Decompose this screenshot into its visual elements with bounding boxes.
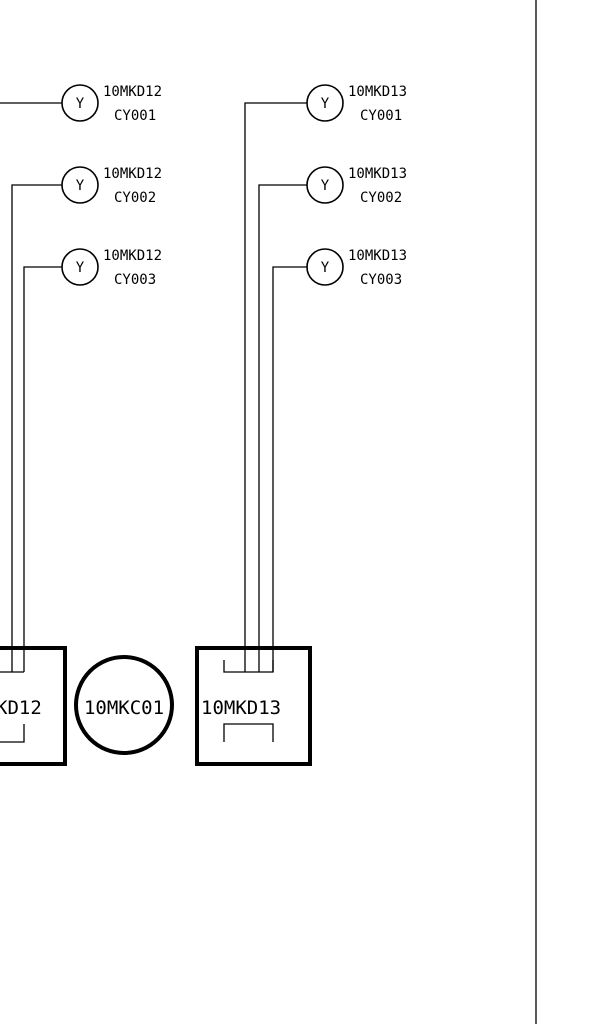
equipment-frame (195, 646, 312, 766)
sensor-bubble-icon (61, 248, 99, 286)
sensor-mkd13-cy002: Y 10MKD13 CY002 (306, 166, 407, 206)
equipment-label: 10MKD13 (201, 697, 281, 719)
sensor-tag: 10MKD13 (348, 248, 407, 264)
sensor-tag: 10MKD13 (348, 166, 407, 182)
sensor-mkd13-cy001: Y 10MKD13 CY001 (306, 84, 407, 124)
sensor-bubble-icon (61, 166, 99, 204)
terminal-mkd13 (223, 660, 274, 673)
sensor-bubble-icon (306, 166, 344, 204)
sensor-tag: 10MKD12 (103, 166, 162, 182)
equipment-frame (74, 655, 174, 755)
sensor-tag: 10MKD13 (348, 84, 407, 100)
sensor-tag: 10MKD12 (103, 84, 162, 100)
sensor-mkd12-cy002: Y 10MKD12 CY002 (61, 166, 162, 206)
wire-mkd12-cy003 (23, 266, 62, 672)
sensor-symbol: Y (76, 260, 85, 276)
sensor-symbol: Y (321, 260, 330, 276)
sensor-mkd13-cy003: Y 10MKD13 CY003 (306, 248, 407, 288)
bracket-mkd13 (223, 723, 274, 742)
equipment-label: KD12 (0, 697, 42, 719)
sensor-bubble-icon (61, 84, 99, 122)
wire-mkd13-cy003 (272, 266, 307, 672)
sensor-symbol: Y (76, 178, 85, 194)
sensor-id: CY001 (360, 108, 402, 124)
equipment-right-box: 10MKD13 (195, 646, 312, 766)
sensor-bubble-icon (306, 84, 344, 122)
equipment-center-circle: 10MKC01 (74, 655, 174, 755)
sensor-symbol: Y (321, 178, 330, 194)
sensor-id: CY002 (114, 190, 156, 206)
sensor-mkd12-cy003: Y 10MKD12 CY003 (61, 248, 162, 288)
wire-mkd12-cy002 (11, 184, 62, 672)
equipment-left-box: KD12 (0, 646, 67, 766)
wire-mkd13-cy001 (244, 102, 307, 672)
sensor-id: CY003 (114, 272, 156, 288)
sensor-symbol: Y (76, 96, 85, 112)
equipment-label: 10MKC01 (84, 697, 164, 719)
wire-mkd13-cy002 (258, 184, 307, 672)
bracket-mkd12 (0, 724, 25, 743)
sensor-id: CY002 (360, 190, 402, 206)
sensor-id: CY001 (114, 108, 156, 124)
sensor-id: CY003 (360, 272, 402, 288)
equipment-frame (0, 646, 67, 766)
sensor-tag: 10MKD12 (103, 248, 162, 264)
sensor-bubble-icon (306, 248, 344, 286)
sensor-mkd12-cy001: Y 10MKD12 CY001 (61, 84, 162, 124)
sensor-symbol: Y (321, 96, 330, 112)
